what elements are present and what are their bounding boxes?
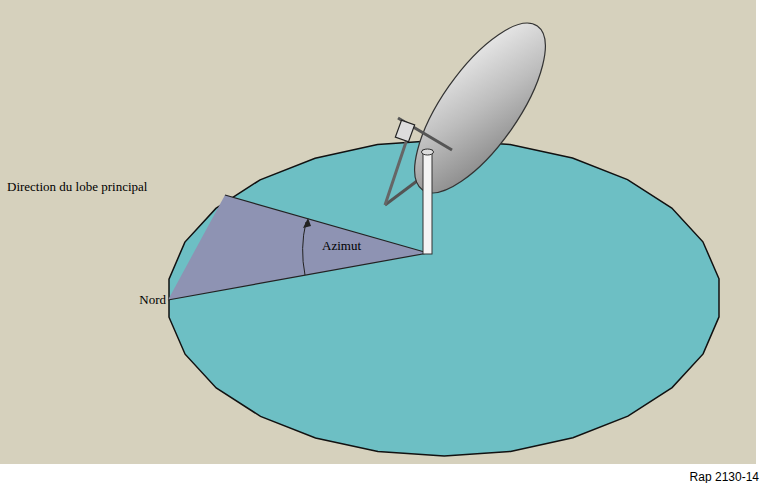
azimuth-arc	[303, 222, 306, 275]
main-lobe-line	[225, 195, 428, 253]
azimuth-sector	[168, 195, 428, 300]
background	[0, 0, 756, 464]
figure-reference: Rap 2130-14	[690, 471, 759, 483]
direction-label: Direction du lobe principal	[7, 180, 147, 193]
lnb	[395, 120, 414, 142]
dish-reflector	[392, 4, 569, 211]
mast-cap	[422, 149, 434, 155]
north-line	[168, 253, 428, 300]
azimuth-arrowhead	[303, 218, 311, 228]
angle-label: Azimut	[322, 239, 361, 252]
mast	[423, 150, 432, 254]
north-label: Nord	[139, 293, 166, 306]
